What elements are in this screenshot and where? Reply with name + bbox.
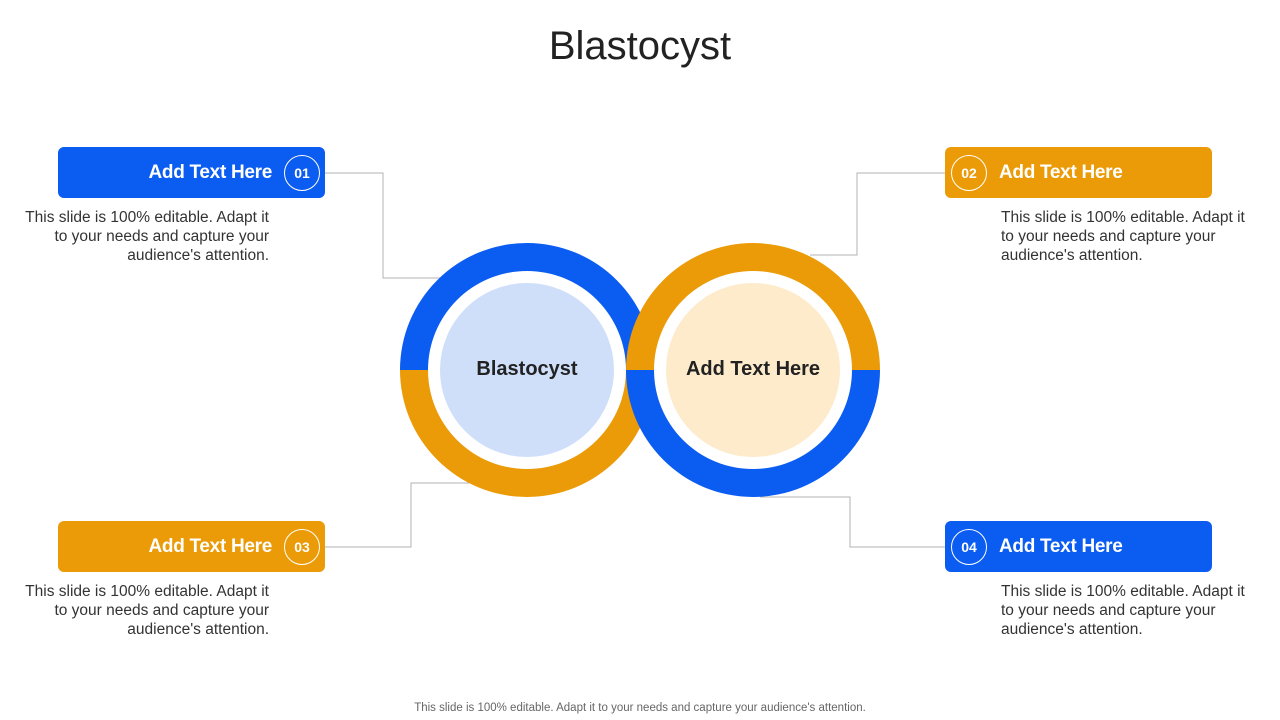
item-01-label: Add Text Here: [148, 161, 273, 183]
item-04-header: 04 Add Text Here: [945, 521, 1212, 572]
item-02-header: 02 Add Text Here: [945, 147, 1212, 198]
item-03-number-badge: 03: [284, 528, 320, 565]
item-02-label: Add Text Here: [999, 161, 1123, 183]
slide-footer: This slide is 100% editable. Adapt it to…: [414, 702, 866, 714]
item-04-label: Add Text Here: [999, 535, 1123, 557]
center-right-label: Add Text Here: [685, 358, 821, 380]
left-inner-disc: [440, 283, 614, 457]
item-03-label: Add Text Here: [148, 535, 273, 557]
item-04-description: This slide is 100% editable. Adapt it to…: [1001, 583, 1245, 638]
item-02-description: This slide is 100% editable. Adapt it to…: [1001, 209, 1245, 264]
connector-line-04: [760, 496, 945, 548]
connector-line-02: [810, 172, 945, 256]
center-left-label: Blastocyst: [476, 358, 578, 380]
left-ring-bottom-arc: [400, 370, 654, 497]
item-02-number-badge: 02: [951, 154, 987, 191]
right-ring-bottom-arc: [626, 370, 880, 497]
left-ring-top-arc: [400, 243, 654, 370]
item-03-header: Add Text Here 03: [58, 521, 325, 572]
right-ring-top-arc: [626, 243, 880, 370]
connector-line-01: [325, 172, 440, 279]
item-01-header: Add Text Here 01: [58, 147, 325, 198]
item-01-description: This slide is 100% editable. Adapt it to…: [25, 209, 269, 264]
item-01-number-badge: 01: [284, 154, 320, 191]
slide-title: Blastocyst: [548, 24, 732, 68]
right-inner-disc: [666, 283, 840, 457]
item-04-number-badge: 04: [951, 528, 987, 565]
connector-line-03: [325, 482, 470, 548]
item-03-description: This slide is 100% editable. Adapt it to…: [25, 583, 269, 638]
